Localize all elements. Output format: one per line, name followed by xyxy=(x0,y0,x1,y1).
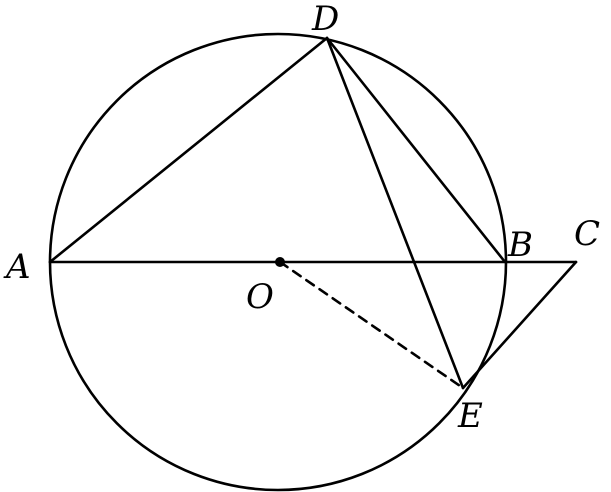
label-e: E xyxy=(457,396,483,436)
segment-db xyxy=(325,36,507,264)
segment-oe-dashed xyxy=(278,260,465,390)
label-o: O xyxy=(246,277,274,317)
segment-ad xyxy=(48,36,329,264)
label-b: B xyxy=(507,225,533,265)
point-o xyxy=(275,257,285,267)
label-a: A xyxy=(3,247,31,287)
label-d: D xyxy=(311,0,339,39)
segment-ec xyxy=(461,260,578,390)
label-c: C xyxy=(574,214,600,254)
segment-de xyxy=(325,36,465,390)
